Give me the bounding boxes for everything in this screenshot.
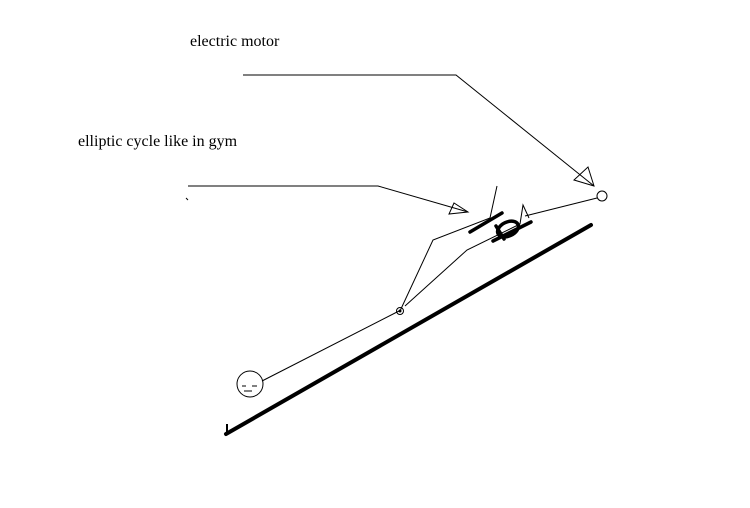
- electric-motor-label: electric motor: [190, 33, 280, 50]
- person-head: [236, 370, 264, 398]
- cycle-wheel: [495, 219, 521, 239]
- motor-arrowhead: [573, 166, 595, 187]
- elliptic-cycle-label: elliptic cycle like in gym: [78, 133, 238, 150]
- electric-motor-icon: [596, 190, 608, 202]
- cycle-leader-line: [188, 185, 469, 213]
- body-line: [261, 310, 400, 382]
- cycle-bar-top: [468, 211, 504, 234]
- cycle-arrowhead: [448, 202, 470, 215]
- upper-leg: [399, 185, 498, 312]
- drive-rod: [524, 197, 598, 217]
- incline-board: [224, 223, 593, 436]
- motor-leader-line: [243, 74, 595, 187]
- stray-tick: [185, 197, 189, 201]
- pivot-joint: [396, 307, 404, 315]
- elliptic-cycle-mechanism: [468, 211, 533, 243]
- cycle-bar-bottom: [491, 220, 533, 243]
- lower-leg: [404, 203, 530, 307]
